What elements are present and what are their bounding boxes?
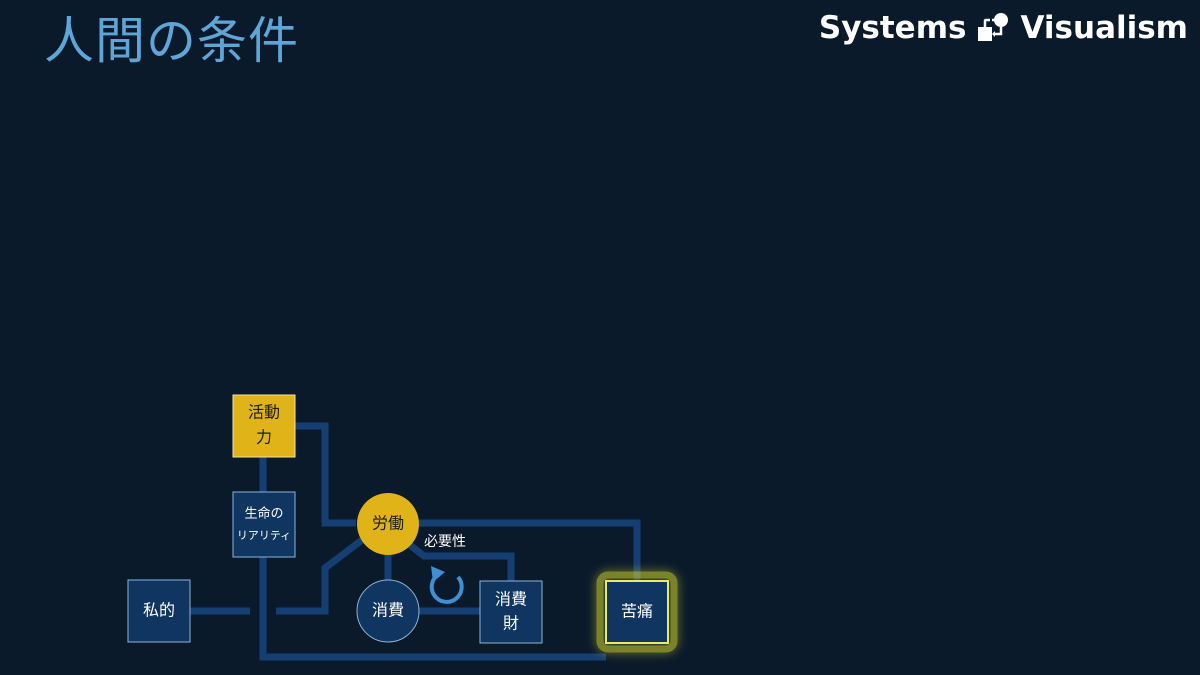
node-shiteki-label: 私的	[143, 601, 175, 620]
node-kutsu: 苦痛	[596, 571, 678, 653]
connector-katsudoryoku-to-kutsu	[259, 457, 606, 661]
node-shohi: 消費	[356, 579, 420, 643]
node-shohizai-line1: 消費	[495, 590, 527, 609]
node-shiteki: 私的	[127, 579, 191, 643]
connector-rodo-to-shohizai	[403, 539, 515, 581]
node-katsudoryoku: 活動 力	[232, 394, 296, 458]
brand-name-right: Visualism	[1020, 10, 1188, 46]
node-shohizai: 消費 財	[479, 580, 543, 644]
node-rodo-label: 労働	[372, 514, 404, 533]
node-seimei-line1: 生命の	[244, 506, 283, 522]
node-shohizai-line2: 財	[503, 614, 519, 633]
brand-name-left: Systems	[818, 10, 967, 46]
systems-visualism-logo-icon	[978, 13, 1009, 41]
node-katsudoryoku-line2: 力	[256, 428, 272, 447]
connector-shiteki-to-rodo	[190, 537, 365, 615]
node-seimei-no-reality: 生命の リアリティ	[232, 491, 296, 558]
node-kutsu-label: 苦痛	[621, 602, 653, 621]
connector-rodo-to-kutsu	[419, 519, 641, 580]
node-seimei-line2: リアリティ	[237, 529, 291, 542]
edge-label-hitsuyosei: 必要性	[424, 534, 466, 550]
page-title: 人間の条件	[44, 12, 299, 70]
connector-katsudoryoku-to-rodo	[295, 422, 356, 527]
connector-lines	[190, 422, 641, 661]
brand-logo-group: Systems Visualism	[819, 8, 1188, 48]
cycle-arrow-icon	[429, 566, 464, 604]
node-katsudoryoku-line1: 活動	[248, 403, 280, 422]
node-shohi-label: 消費	[372, 601, 404, 620]
node-rodo: 労働	[357, 493, 419, 555]
